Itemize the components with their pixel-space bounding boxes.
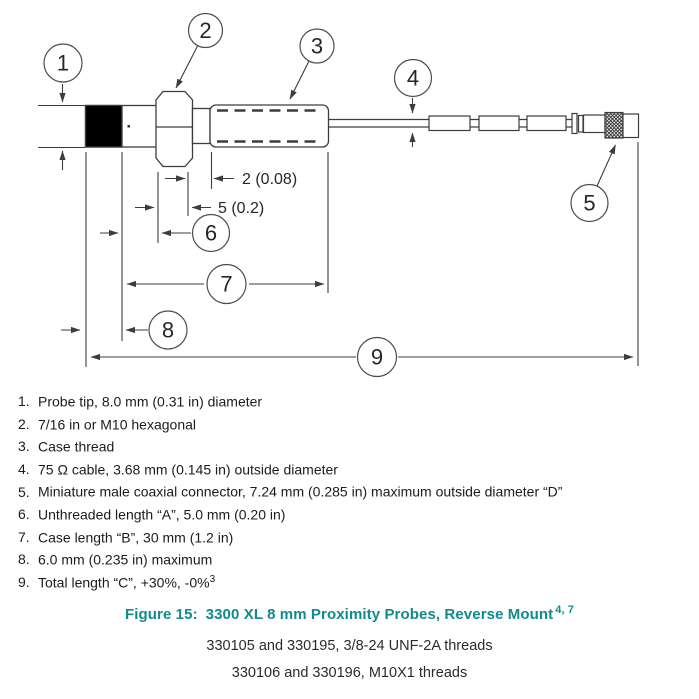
list-item-8: 8. 6.0 mm (0.235 in) maximum [18,548,688,571]
svg-text:4: 4 [407,66,419,91]
svg-text:9: 9 [371,345,383,370]
list-item-number: 8. [18,551,30,568]
unthreaded-neck [191,107,211,145]
connector-knurl [604,111,624,139]
list-item-number: 9. [18,574,30,591]
figure-caption-label: Figure 15: [124,606,198,623]
callout-5: 5 [570,183,609,223]
svg-text:8: 8 [162,318,174,343]
svg-text:6: 6 [205,221,217,246]
list-item-text: 6.0 mm (0.235 in) maximum [38,551,213,568]
svg-text:3: 3 [311,34,323,59]
svg-text:5: 5 [583,191,595,216]
figure-caption-superscript: 4, 7 [555,604,575,616]
cable-sleeve-2 [478,115,520,132]
probe-body [84,90,330,168]
list-item-1: 1. Probe tip, 8.0 mm (0.31 in) diameter [18,390,688,413]
connector-ridge-2 [577,114,584,133]
list-item-4: 4. 75 Ω cable, 3.68 mm (0.145 in) outsid… [18,458,688,481]
leader-callout-2 [175,45,199,89]
list-item-text: 75 Ω cable, 3.68 mm (0.145 in) outside d… [38,461,338,478]
svg-text:1: 1 [57,51,69,76]
body-mark-dot [127,125,130,128]
list-item-number: 4. [18,461,30,478]
list-item-number: 3. [18,438,30,455]
callout-8: 8 [148,310,188,350]
cable-assembly [328,111,640,139]
connector-barrel [582,114,606,134]
callout-2: 2 [187,12,224,49]
list-item-text: Probe tip, 8.0 mm (0.31 in) diameter [38,393,263,410]
list-item-3: 3. Case thread [18,435,688,458]
connector-end-cap [622,113,640,139]
probe-technical-drawing: 2 (0.08) 5 (0.2) 1 2 3 4 5 [38,12,640,378]
list-item-9: 9. Total length “C”, +30%, -0%3 [18,571,688,594]
list-item-number: 2. [18,415,30,432]
list-item-6: 6. Unthreaded length “A”, 5.0 mm (0.20 i… [18,503,688,526]
callout-3: 3 [299,28,335,64]
svg-text:2: 2 [199,18,211,43]
callout-9: 9 [356,336,398,378]
callout-6: 6 [191,213,231,253]
list-item-5: 5. Miniature male coaxial connector, 7.2… [18,480,688,503]
list-item-7: 7. Case length “B”, 30 mm (1.2 in) [18,526,688,549]
probe-tip [84,104,123,148]
callout-4: 4 [393,58,433,98]
list-item-number: 5. [18,483,30,500]
figure-caption: Figure 15: 3300 XL 8 mm Proximity Probes,… [0,604,699,623]
probe-case [209,104,330,148]
list-item-text: Case thread [38,438,115,455]
list-item-number: 7. [18,528,30,545]
parts-list: 1. Probe tip, 8.0 mm (0.31 in) diameter … [18,390,688,593]
list-item-number: 1. [18,393,30,410]
connector-ridge-1 [571,112,578,135]
list-item-text: Unthreaded length “A”, 5.0 mm (0.20 in) [38,506,286,523]
leader-callout-3 [289,60,310,100]
dim-label-case-front: 2 (0.08) [242,171,297,188]
list-item-text: Case length “B”, 30 mm (1.2 in) [38,529,234,546]
cable-sleeve-3 [526,115,567,132]
svg-text:7: 7 [220,272,232,297]
list-item-text: Total length “C”, +30%, -0%3 [38,573,216,591]
leader-callout-5 [596,144,617,187]
part-numbers-line-1: 330105 and 330195, 3/8-24 UNF-2A threads [206,638,493,654]
figure-caption-title: 3300 XL 8 mm Proximity Probes, Reverse M… [205,606,554,623]
callout-1: 1 [43,43,83,83]
dimension-lines [59,45,634,361]
part-numbers-line-2: 330106 and 330196, M10X1 threads [231,665,468,681]
dim-label-nut-width: 5 (0.2) [218,200,264,217]
cable-sleeve-1 [428,115,471,132]
callout-7: 7 [206,263,247,305]
hex-nut [155,90,194,168]
list-item-text: Miniature male coaxial connector, 7.24 m… [38,484,563,500]
list-item-number: 6. [18,506,30,523]
extension-lines [38,104,639,367]
list-item-2: 2. 7/16 in or M10 hexagonal [18,413,688,436]
list-item-text: 7/16 in or M10 hexagonal [38,416,196,433]
callout-balloons: 1 2 3 4 5 6 7 [43,12,609,378]
